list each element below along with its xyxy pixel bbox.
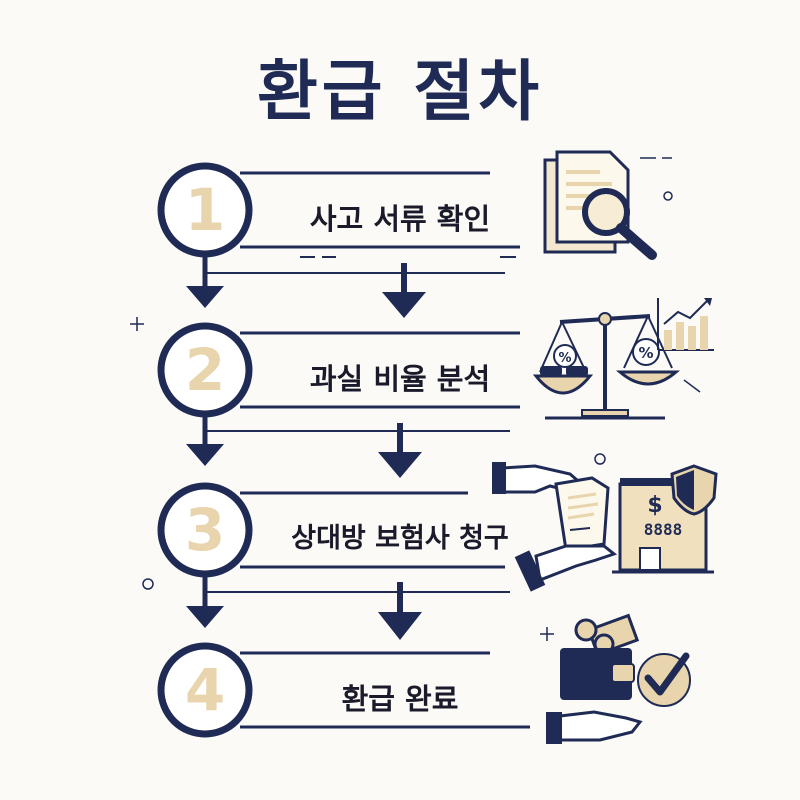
percent-right-label: % [638, 344, 653, 362]
step-2-number: 2 [184, 336, 226, 404]
decorative-sparkles [130, 157, 701, 641]
step-2-label: 과실 비율 분석 [309, 362, 491, 396]
building-windows-label: 8888 [644, 520, 683, 539]
step-arrow-center-2 [378, 423, 422, 478]
flow-structure [157, 162, 530, 738]
wallet-check-icon [546, 613, 691, 744]
step-1-number: 1 [184, 176, 226, 244]
percent-left-label: % [558, 351, 571, 366]
balance-scale-icon [532, 298, 714, 420]
step-4-label: 환급 완료 [341, 682, 459, 716]
step-arrow-center-3 [378, 582, 422, 640]
insurance-claim-icon [492, 462, 718, 592]
step-arrow-left-3 [186, 574, 224, 628]
step-4-frame [157, 642, 530, 738]
step-3-label: 상대방 보험사 청구 [291, 523, 509, 554]
page-title: 환급 절차 [257, 53, 543, 130]
step-3-number: 3 [184, 496, 226, 564]
step-3-frame [157, 482, 510, 593]
step-1-frame [157, 162, 520, 274]
step-arrow-center-1 [382, 263, 426, 318]
step-arrow-left-1 [186, 254, 224, 308]
step-4-circle [157, 642, 253, 738]
document-search-icon [543, 150, 657, 260]
building-dollar-label: $ [647, 493, 662, 518]
step-4-number: 4 [184, 656, 226, 724]
step-1-label: 사고 서류 확인 [309, 202, 491, 236]
step-arrow-left-2 [186, 414, 224, 466]
